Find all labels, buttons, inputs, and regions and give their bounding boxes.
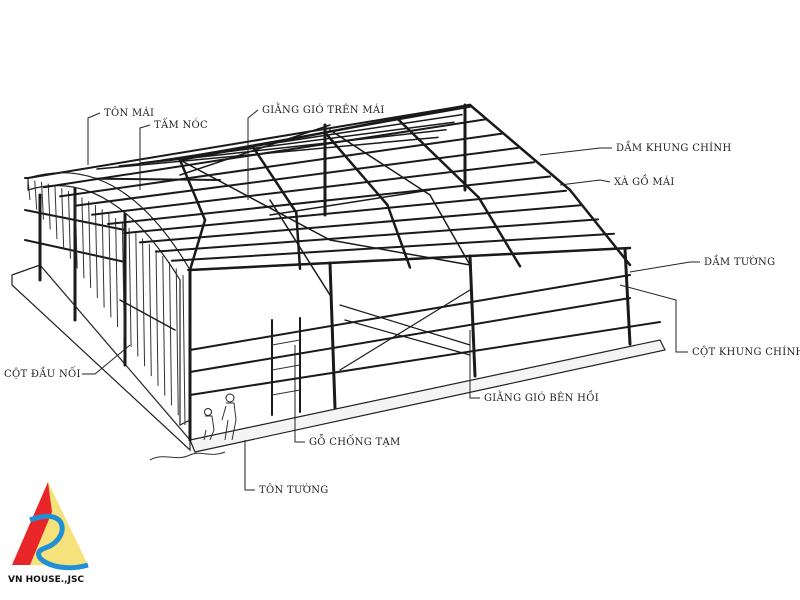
label-cot-khung-chinh: CỘT KHUNG CHÍNH <box>692 346 800 358</box>
roof-purlins <box>27 104 631 271</box>
label-giang-gio-tren-mai: GIẰNG GIÓ TRÊN MÁI <box>262 103 385 116</box>
purlin <box>184 106 471 158</box>
cladding-rib <box>47 183 51 230</box>
label-ton-tuong: TÔN TƯỜNG <box>259 484 329 496</box>
vnhouse-logo: VN HOUSE.,JSC <box>8 482 89 585</box>
label-dam-khung-chinh: DẦM KHUNG CHÍNH <box>616 141 732 154</box>
cladding-rib <box>175 268 179 416</box>
rafter <box>386 203 412 269</box>
leader-lines <box>82 109 700 491</box>
logo-company-name: VN HOUSE.,JSC <box>8 575 84 585</box>
cladding-rib <box>148 244 152 377</box>
label-dam-tuong: DẦM TƯỜNG <box>704 255 775 268</box>
purlin <box>187 247 631 271</box>
label-tam-noc: TẤM NÓC <box>154 118 208 131</box>
purlin <box>96 136 439 170</box>
logo-blue-swoosh <box>29 513 89 571</box>
gable-wall-cladding <box>27 172 191 426</box>
cladding-rib <box>88 201 92 289</box>
rafter <box>188 218 207 272</box>
purlin <box>75 146 519 207</box>
cladding-rib <box>74 194 78 269</box>
cladding-rib <box>108 213 112 318</box>
cladding-rib <box>142 238 146 367</box>
purlin <box>171 232 615 262</box>
column <box>468 254 477 378</box>
cladding-rib <box>128 227 132 347</box>
label-go-chong-tam: GỖ CHỐNG TẠM <box>309 435 401 448</box>
cladding-rib <box>169 262 173 406</box>
column <box>623 247 632 346</box>
cladding-rib <box>101 209 105 308</box>
label-giang-gio-ben-hoi: GIẰNG GIÓ BÊN HỒI <box>484 391 599 404</box>
purlin <box>27 104 471 179</box>
cladding-rib <box>94 205 98 298</box>
cladding-rib <box>182 274 186 426</box>
cladding-rib <box>40 181 44 220</box>
roof-wind-bracing <box>179 124 471 296</box>
label-xa-go-mai: XÀ GỒ MÁI <box>614 175 675 188</box>
purlin <box>91 161 535 216</box>
cladding-rib <box>34 180 38 210</box>
cladding-rib <box>81 197 85 279</box>
cladding-rib <box>155 249 159 386</box>
cladding-rib <box>121 222 125 337</box>
cladding-rib <box>27 179 31 201</box>
cladding-rib <box>67 191 71 259</box>
cladding-rib <box>162 255 166 396</box>
logo-red-stroke <box>12 482 52 565</box>
purlin <box>123 189 567 235</box>
foundation-slab <box>11 264 666 461</box>
label-cot-dau-noi: CỘT ĐẦU NỐI <box>4 367 81 380</box>
cladding-rib <box>54 185 58 240</box>
cladding-rib <box>135 233 139 357</box>
rafter <box>468 103 572 192</box>
purlin <box>155 218 599 253</box>
purlin <box>107 175 551 225</box>
cladding-rib <box>115 218 119 328</box>
purlin <box>118 129 447 167</box>
label-ton-mai: TÔN MÁI <box>104 107 154 119</box>
purlin <box>59 132 503 198</box>
rafter <box>568 188 632 267</box>
wall-girts <box>119 274 661 396</box>
main-frame-columns <box>188 103 632 442</box>
side-wall-bracing <box>339 289 471 371</box>
cladding-rib <box>61 188 65 249</box>
workers-figures <box>203 393 237 441</box>
purlin <box>139 204 583 244</box>
column <box>328 261 337 410</box>
diagram-labels: TÔN MÁI TẤM NÓC GIẰNG GIÓ TRÊN MÁI DẦM K… <box>4 103 800 496</box>
